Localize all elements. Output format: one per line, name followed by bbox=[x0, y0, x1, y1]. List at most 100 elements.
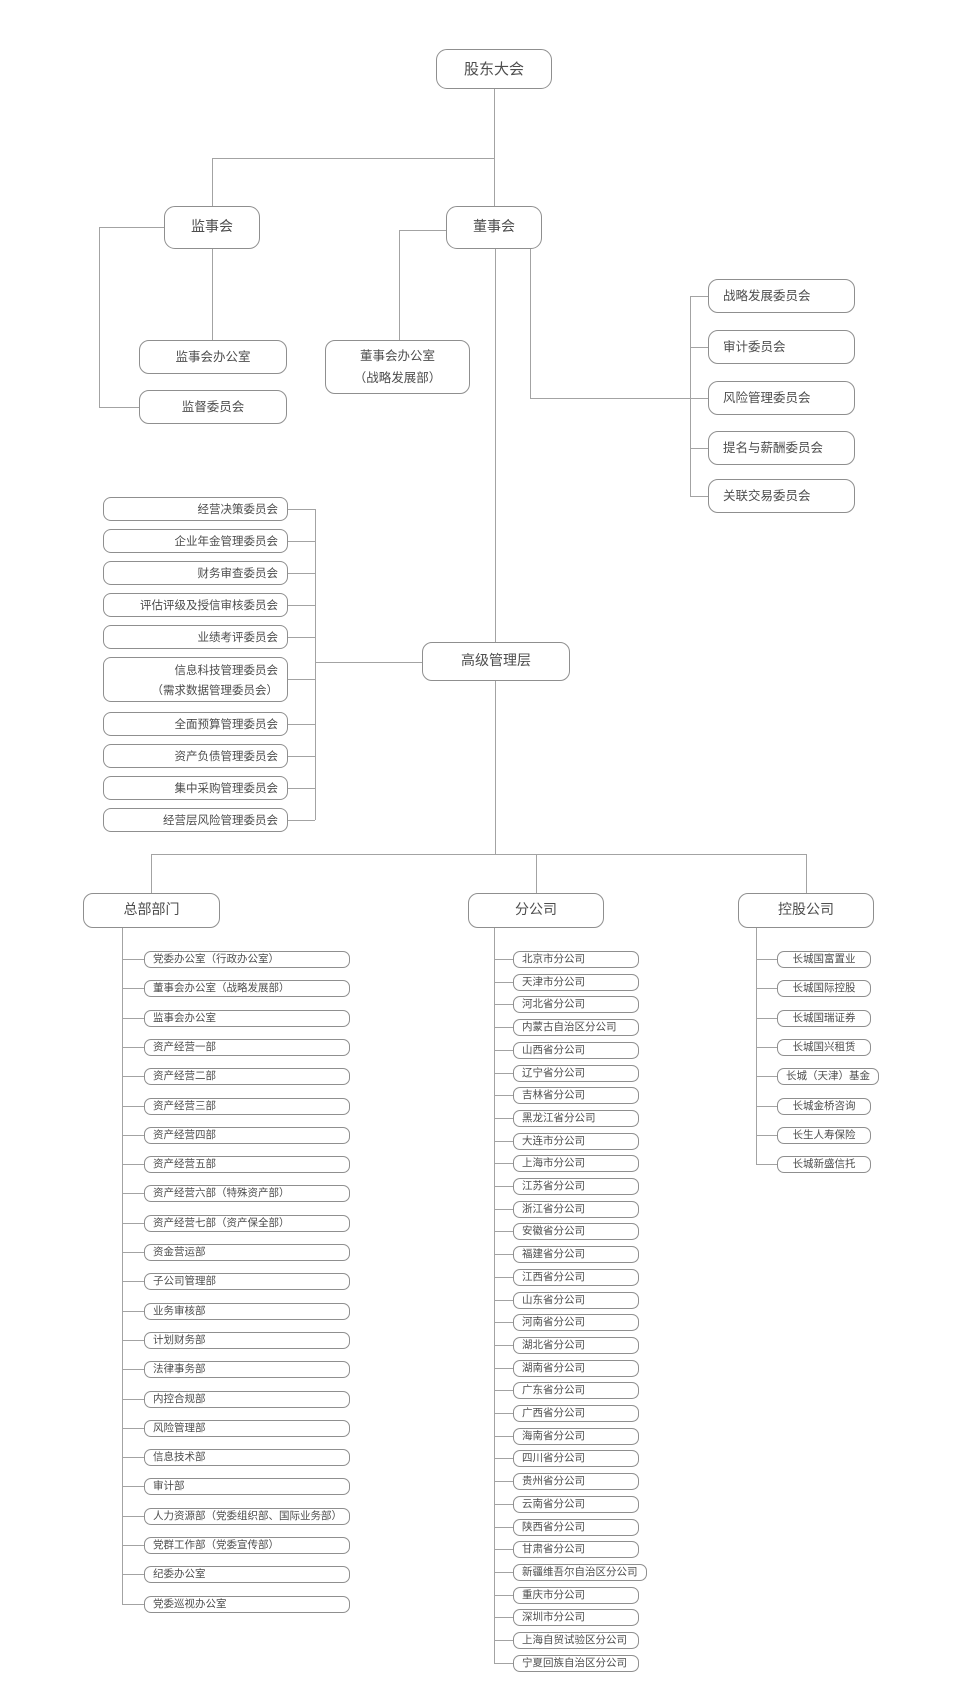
org-item: 江西省分公司 bbox=[513, 1269, 639, 1286]
connector-line bbox=[690, 496, 708, 497]
connector-line bbox=[122, 1223, 144, 1224]
connector-line bbox=[494, 1458, 513, 1459]
connector-line bbox=[122, 1106, 144, 1107]
connector-line bbox=[806, 854, 807, 893]
connector-line bbox=[495, 681, 496, 854]
org-node-management-committee: 全面预算管理委员会 bbox=[103, 712, 288, 736]
connector-line bbox=[494, 1390, 513, 1391]
connector-line bbox=[288, 788, 315, 789]
connector-line bbox=[494, 1663, 513, 1664]
connector-line bbox=[494, 1163, 513, 1164]
connector-line bbox=[495, 249, 496, 642]
connector-line bbox=[315, 662, 422, 663]
connector-line bbox=[756, 1047, 777, 1048]
connector-line bbox=[690, 296, 691, 496]
connector-line bbox=[690, 347, 708, 348]
connector-line bbox=[122, 1340, 144, 1341]
connector-line bbox=[494, 1481, 513, 1482]
org-item: 广东省分公司 bbox=[513, 1382, 639, 1399]
org-node-board-committee: 风险管理委员会 bbox=[708, 381, 855, 415]
connector-line bbox=[122, 959, 144, 960]
connector-line bbox=[756, 928, 757, 1164]
connector-line bbox=[494, 1186, 513, 1187]
connector-line bbox=[756, 959, 777, 960]
org-item: 董事会办公室（战略发展部） bbox=[144, 980, 350, 997]
org-item: 浙江省分公司 bbox=[513, 1201, 639, 1218]
org-item: 河南省分公司 bbox=[513, 1314, 639, 1331]
connector-line bbox=[122, 1311, 144, 1312]
org-node-board-committee: 关联交易委员会 bbox=[708, 479, 855, 513]
connector-line bbox=[530, 398, 708, 399]
org-item: 党委巡视办公室 bbox=[144, 1596, 350, 1613]
connector-line bbox=[756, 1076, 777, 1077]
org-item: 河北省分公司 bbox=[513, 996, 639, 1013]
org-item: 北京市分公司 bbox=[513, 951, 639, 968]
org-item: 党群工作部（党委宣传部） bbox=[144, 1537, 350, 1554]
connector-line bbox=[122, 1574, 144, 1575]
connector-line bbox=[99, 227, 164, 228]
org-item: 资产经营二部 bbox=[144, 1068, 350, 1085]
connector-line bbox=[690, 448, 708, 449]
connector-line bbox=[494, 1504, 513, 1505]
connector-line bbox=[494, 88, 495, 206]
connector-line bbox=[399, 230, 446, 231]
connector-line bbox=[536, 854, 537, 893]
org-item: 陕西省分公司 bbox=[513, 1519, 639, 1536]
connector-line bbox=[99, 407, 139, 408]
connector-line bbox=[151, 854, 152, 893]
connector-line bbox=[288, 541, 315, 542]
connector-line bbox=[122, 1545, 144, 1546]
connector-line bbox=[122, 1457, 144, 1458]
committee-label: （需求数据管理委员会） bbox=[151, 683, 279, 697]
org-node-supervisory-board-office: 监事会办公室 bbox=[139, 340, 287, 374]
group-header: 控股公司 bbox=[738, 893, 874, 928]
connector-line bbox=[756, 1106, 777, 1107]
connector-line bbox=[494, 959, 513, 960]
connector-line bbox=[122, 988, 144, 989]
connector-line bbox=[122, 1399, 144, 1400]
connector-line bbox=[122, 1193, 144, 1194]
org-item: 子公司管理部 bbox=[144, 1273, 350, 1290]
org-item: 信息技术部 bbox=[144, 1449, 350, 1466]
org-item: 党委办公室（行政办公室） bbox=[144, 951, 350, 968]
connector-line bbox=[288, 573, 315, 574]
org-node-board-of-directors: 董事会 bbox=[446, 206, 542, 249]
connector-line bbox=[99, 227, 100, 407]
org-node-shareholders-meeting: 股东大会 bbox=[436, 49, 552, 89]
org-item: 计划财务部 bbox=[144, 1332, 350, 1349]
connector-line bbox=[288, 605, 315, 606]
org-node-management-committee: 评估评级及授信审核委员会 bbox=[103, 593, 288, 617]
connector-line bbox=[288, 756, 315, 757]
org-item: 审计部 bbox=[144, 1478, 350, 1495]
org-item: 山东省分公司 bbox=[513, 1292, 639, 1309]
connector-line bbox=[494, 1413, 513, 1414]
org-node-board-committee: 提名与薪酬委员会 bbox=[708, 431, 855, 465]
connector-line bbox=[122, 1076, 144, 1077]
connector-line bbox=[494, 1640, 513, 1641]
org-item: 四川省分公司 bbox=[513, 1450, 639, 1467]
connector-line bbox=[122, 1369, 144, 1370]
org-item: 辽宁省分公司 bbox=[513, 1065, 639, 1082]
org-node-management-committee: 业绩考评委员会 bbox=[103, 625, 288, 649]
org-item: 上海自贸试验区分公司 bbox=[513, 1632, 639, 1649]
connector-line bbox=[494, 1572, 513, 1573]
org-item: 江苏省分公司 bbox=[513, 1178, 639, 1195]
connector-line bbox=[494, 1527, 513, 1528]
org-item: 广西省分公司 bbox=[513, 1405, 639, 1422]
connector-line bbox=[756, 1164, 777, 1165]
connector-line bbox=[288, 820, 315, 821]
connector-line bbox=[494, 982, 513, 983]
org-node-supervisory-board: 监事会 bbox=[164, 206, 260, 249]
org-item: 监事会办公室 bbox=[144, 1010, 350, 1027]
connector-line bbox=[288, 509, 315, 510]
connector-line bbox=[288, 637, 315, 638]
org-item: 天津市分公司 bbox=[513, 974, 639, 991]
connector-line bbox=[494, 1254, 513, 1255]
org-node-management-committee: 资产负债管理委员会 bbox=[103, 744, 288, 768]
org-node-management-committee: 经营决策委员会 bbox=[103, 497, 288, 521]
connector-line bbox=[494, 1549, 513, 1550]
connector-line bbox=[494, 1300, 513, 1301]
group-header: 分公司 bbox=[468, 893, 604, 928]
org-item: 大连市分公司 bbox=[513, 1133, 639, 1150]
